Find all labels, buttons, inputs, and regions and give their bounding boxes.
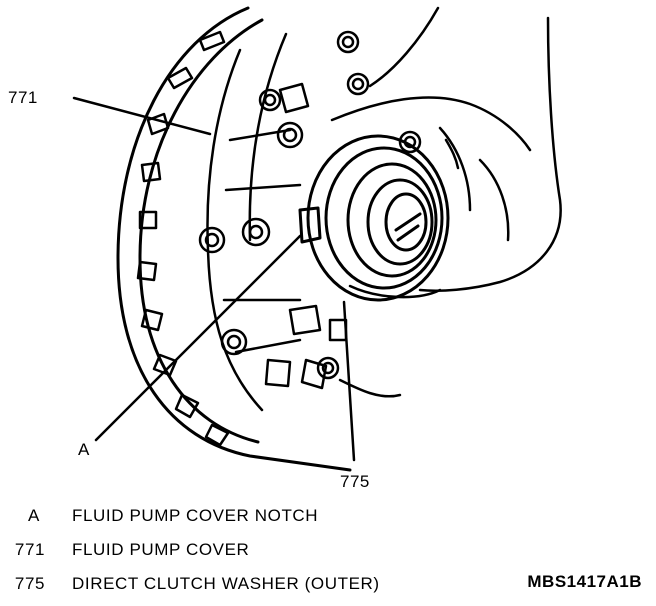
callout-771: 771	[8, 88, 38, 107]
hand	[330, 6, 562, 299]
callout-a: A	[78, 440, 90, 459]
legend-key: A	[28, 506, 40, 525]
legend-key: 775	[14, 574, 46, 593]
figure-code: MBS1417A1B	[527, 572, 642, 591]
legend-description: DIRECT CLUTCH WASHER (OUTER)	[72, 574, 380, 593]
leader-a	[94, 234, 302, 442]
legend-key: 771	[14, 540, 46, 559]
cover-bolts	[198, 30, 422, 380]
cover-web	[206, 32, 402, 412]
legend-description: FLUID PUMP COVER NOTCH	[72, 506, 319, 525]
leader-lines	[72, 96, 356, 462]
legend-description: FLUID PUMP COVER	[72, 540, 250, 559]
leader-775	[342, 300, 356, 462]
cover-slots	[136, 30, 230, 447]
hub-and-washer	[298, 134, 450, 302]
callout-775: 775	[340, 472, 370, 491]
leader-771	[72, 96, 212, 136]
pump-cover-rim	[116, 6, 352, 472]
